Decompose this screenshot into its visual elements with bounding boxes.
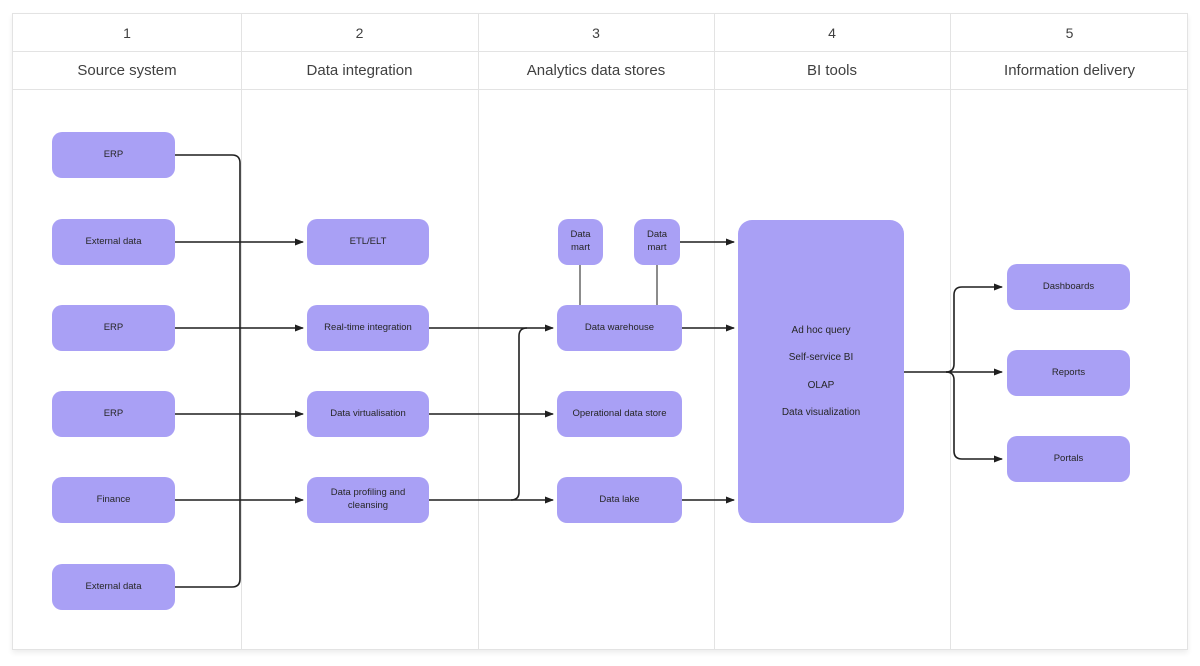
lane-2-number: 2 <box>355 24 364 41</box>
header-divider <box>13 89 1187 90</box>
node-external-data-top[interactable]: External data <box>52 219 175 265</box>
node-bi-tools[interactable]: Ad hoc query Self-service BI OLAP Data v… <box>738 220 904 523</box>
node-real-time-integration[interactable]: Real-time integration <box>307 305 429 351</box>
node-data-virtualisation[interactable]: Data virtualisation <box>307 391 429 437</box>
node-erp-3[interactable]: ERP <box>52 391 175 437</box>
node-erp-2[interactable]: ERP <box>52 305 175 351</box>
node-etl-elt[interactable]: ETL/ELT <box>307 219 429 265</box>
lane-2-title: Data integration <box>306 61 413 79</box>
lane-5-title: Information delivery <box>1004 61 1135 79</box>
node-dashboards[interactable]: Dashboards <box>1007 264 1130 310</box>
bi-tools-line-1: Ad hoc query <box>791 324 851 336</box>
node-operational-data-store[interactable]: Operational data store <box>557 391 682 437</box>
lane-1-number: 1 <box>123 24 131 41</box>
node-finance[interactable]: Finance <box>52 477 175 523</box>
lane-divider <box>478 14 479 649</box>
lane-4-title: BI tools <box>806 61 858 79</box>
lane-divider <box>950 14 951 649</box>
node-erp-1[interactable]: ERP <box>52 132 175 178</box>
node-external-data-bottom[interactable]: External data <box>52 564 175 610</box>
node-data-warehouse[interactable]: Data warehouse <box>557 305 682 351</box>
node-reports[interactable]: Reports <box>1007 350 1130 396</box>
node-portals[interactable]: Portals <box>1007 436 1130 482</box>
bi-tools-line-3: OLAP <box>807 379 835 391</box>
lane-divider <box>714 14 715 649</box>
lane-3-number: 3 <box>592 24 600 41</box>
node-data-profiling-cleansing[interactable]: Data profiling and cleansing <box>307 477 429 523</box>
node-data-mart-1[interactable]: Data mart <box>558 219 603 265</box>
node-data-lake[interactable]: Data lake <box>557 477 682 523</box>
lane-5-number: 5 <box>1065 24 1074 41</box>
node-data-mart-2[interactable]: Data mart <box>634 219 680 265</box>
bi-tools-line-2: Self-service BI <box>788 352 854 363</box>
lane-4-number: 4 <box>828 24 836 41</box>
lane-3-title: Analytics data stores <box>526 61 666 79</box>
lane-1-title: Source system <box>77 61 177 79</box>
header-divider <box>13 51 1187 52</box>
lane-divider <box>241 14 242 649</box>
bi-tools-line-4: Data visualization <box>781 407 861 418</box>
